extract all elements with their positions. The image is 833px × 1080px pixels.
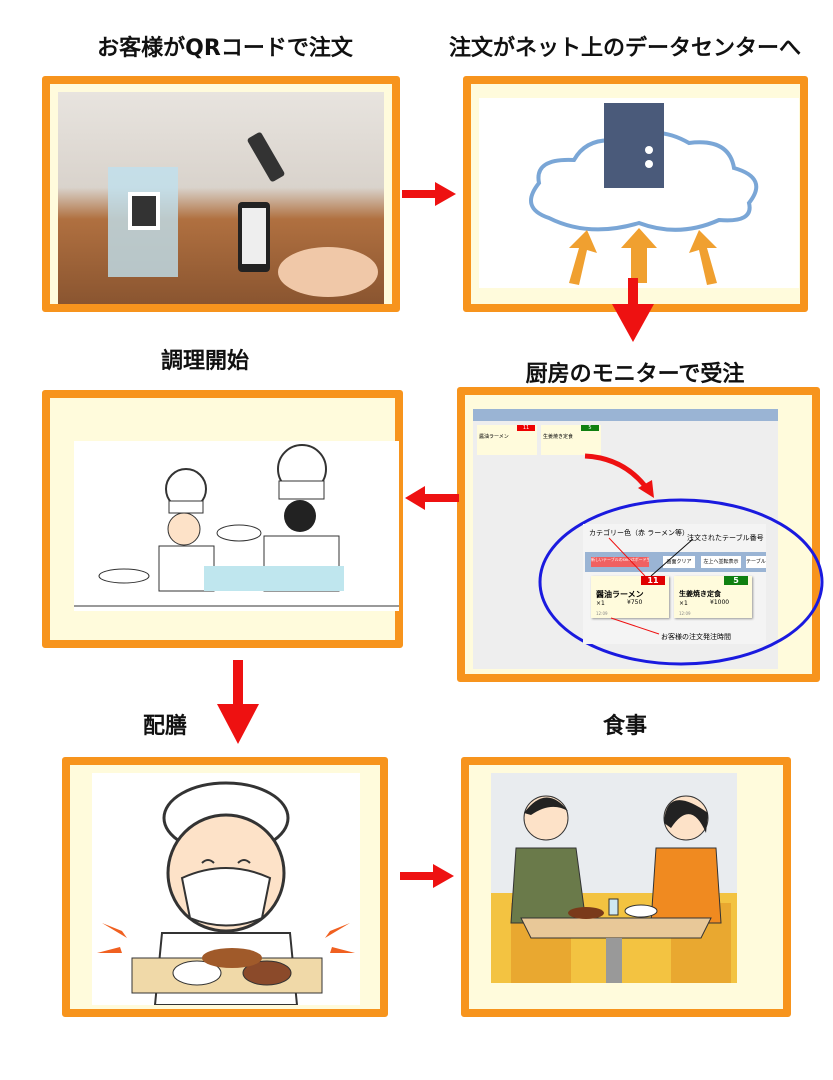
order-price: ¥1000 [710,599,730,606]
panel-cooking [42,390,403,648]
step-title-kitchen-monitor: 厨房のモニターで受注 [525,362,745,387]
step-title-qr-order: お客様がQRコードで注文 [97,36,353,61]
annotation-category-color: カテゴリー色（赤 ラーメン等） [589,529,689,537]
chefs-cooking-illustration [74,441,399,611]
order-price: ¥750 [627,599,643,606]
order-time: 12:09 [679,611,691,616]
arrow-right-1 [402,182,456,206]
arrow-down-1 [612,278,654,342]
panel-eating [461,757,791,1017]
server-with-tray-illustration [92,773,360,1005]
step-title-serving: 配膳 [142,714,187,739]
step-title-datacenter: 注文がネット上のデータセンターへ [448,36,801,61]
annotation-table-number: 注文されたテーブル番号 [687,534,764,542]
order-qty: ×1 [596,600,605,607]
panel-qr-order [42,76,400,312]
order-item-name: 生姜焼き定食 [679,590,721,598]
monitor-zoom-arrow [584,453,654,498]
monitor-button-top-left[interactable]: 左上へ並転表示 [701,556,741,568]
order-card-11: 11 醤油ラーメン ×1 ¥750 12:09 [591,576,669,618]
order-qty: ×1 [679,600,688,607]
qr-order-photo [58,92,384,304]
monitor-zoom-detail: 新しいテーブルのselectボード生成 画面クリア 左上へ並転表示 テーブル番号… [583,524,766,644]
panel-serving [62,757,388,1017]
step-title-eating: 食事 [602,714,647,739]
arrow-down-2 [217,660,259,744]
arrow-left [405,486,459,510]
couple-eating-illustration [491,773,737,983]
order-item-name: 醤油ラーメン [596,590,644,599]
step-title-cooking: 調理開始 [160,349,249,374]
order-time: 12:09 [596,611,608,616]
zoom-ellipse [538,498,824,666]
monitor-button-new-table[interactable]: 新しいテーブルのselectボード生成 [591,557,649,567]
cloud-server-illustration [479,98,799,288]
order-card-5: 5 生姜焼き定食 ×1 ¥1000 12:09 [674,576,752,618]
table-number-badge: 11 [641,576,665,585]
annotation-order-time: お客様の注文発注時間 [661,633,731,641]
arrow-right-2 [400,864,454,888]
panel-datacenter [463,76,808,312]
table-number-badge: 5 [724,576,748,585]
monitor-button-table-number[interactable]: テーブル番号 [746,556,766,568]
